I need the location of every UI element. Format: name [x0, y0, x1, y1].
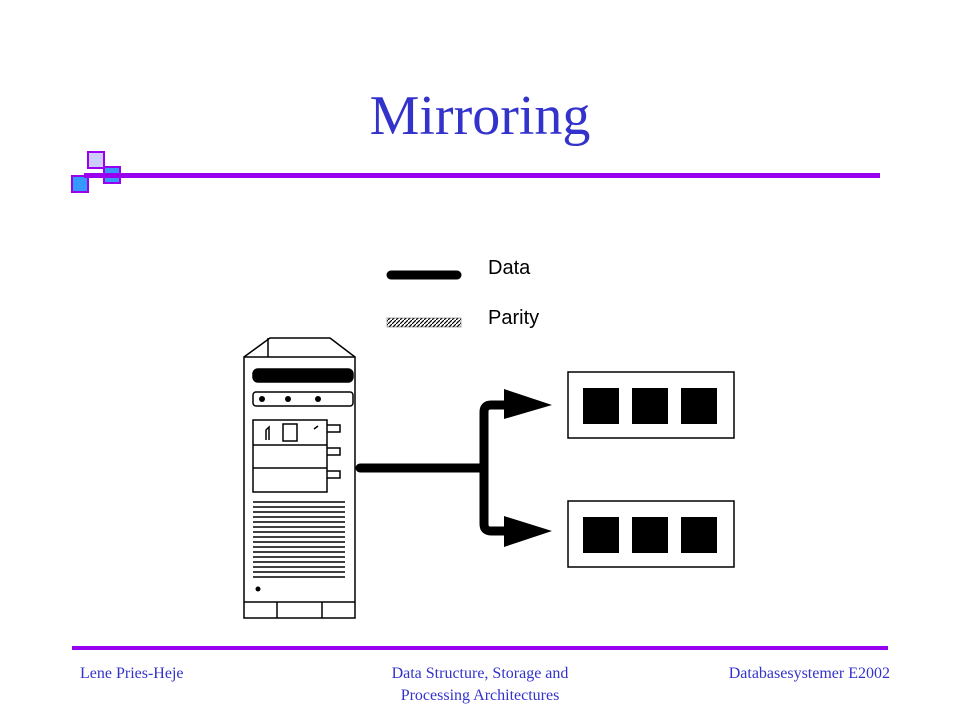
arrow-icon: [504, 389, 552, 419]
title-divider: [84, 173, 880, 178]
disk-array-icon: [567, 500, 735, 568]
slide-title: Mirroring: [369, 85, 591, 147]
footer-course: Databasesystemer E2002: [728, 665, 890, 682]
arrow-icon: [504, 516, 552, 547]
server-icon: [243, 337, 356, 619]
footer-author: Lene Pries-Heje: [80, 665, 184, 682]
footer-divider: [72, 646, 888, 650]
decorative-square: [71, 175, 89, 193]
legend-parity-swatch: [386, 317, 462, 328]
data-connector: [355, 400, 513, 536]
legend-parity-label: Parity: [488, 307, 540, 329]
footer-topic-line-2: Processing Architectures: [400, 687, 560, 704]
footer-topic: Data Structure, Storage and Processing A…: [330, 663, 630, 707]
decorative-square: [87, 151, 105, 169]
legend-data-label: Data: [488, 257, 531, 279]
disk-array-icon: [567, 371, 735, 439]
footer-topic-line-1: Data Structure, Storage and: [391, 665, 569, 682]
